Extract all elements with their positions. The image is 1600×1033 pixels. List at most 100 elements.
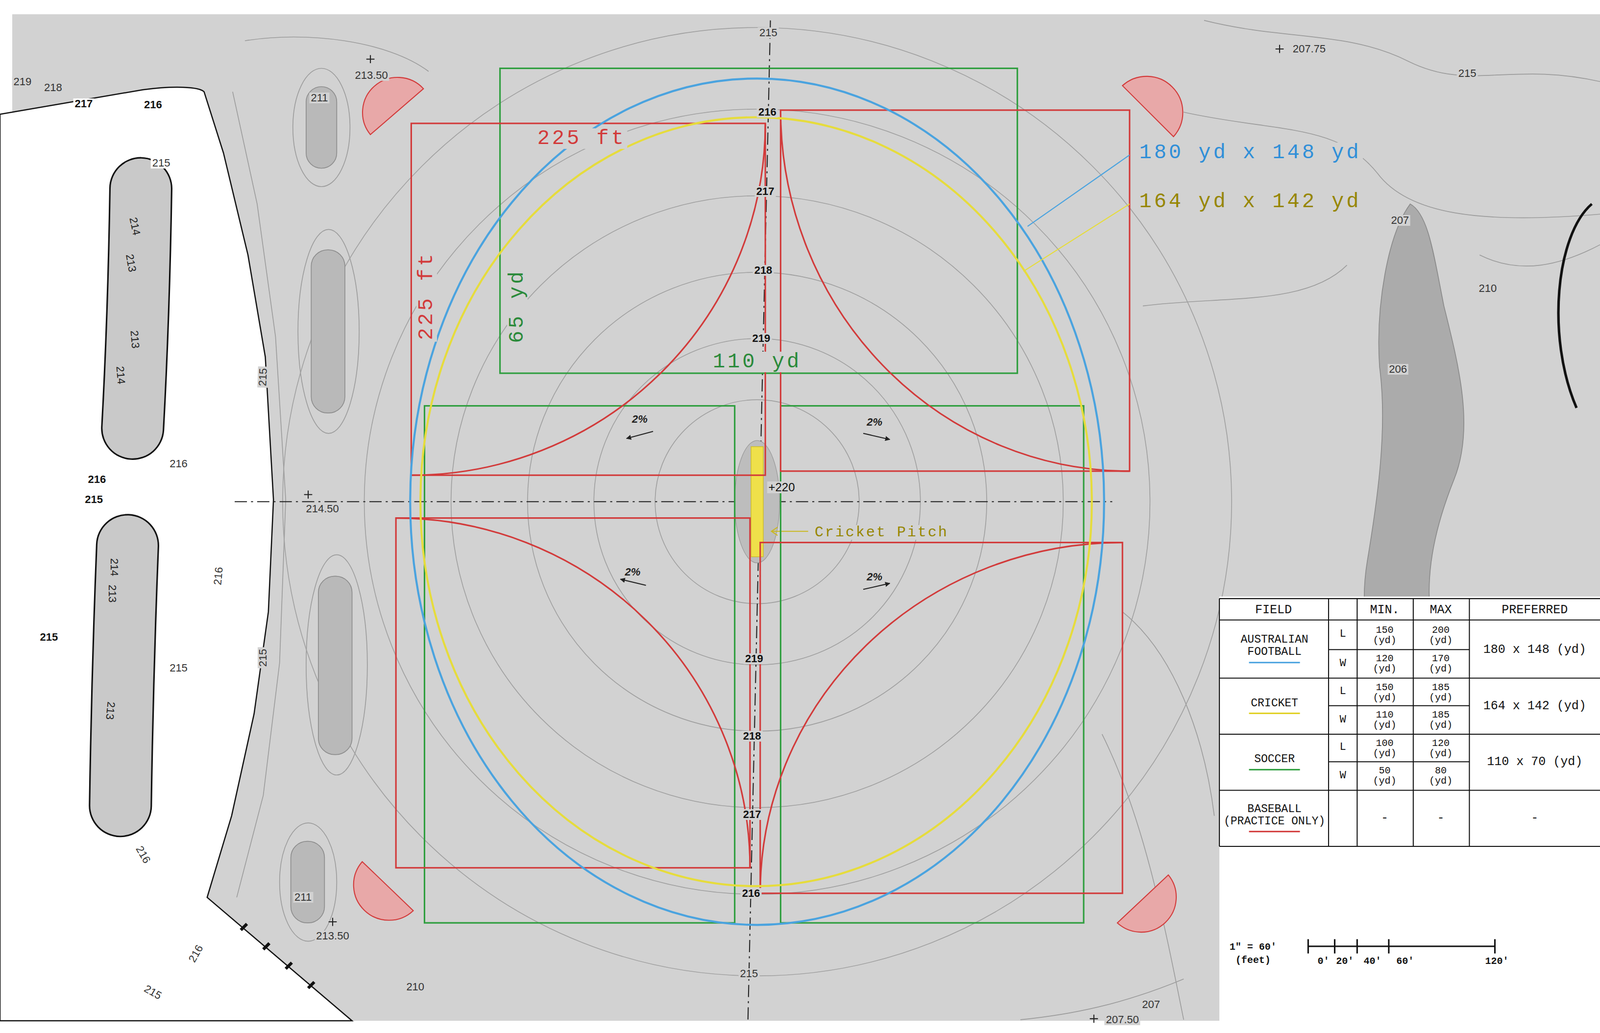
table-cell: 150 (yd) <box>1366 625 1404 646</box>
contour-label: 215 <box>141 982 165 1003</box>
scale-label: 20' <box>1334 956 1356 967</box>
table-rule <box>1219 619 1600 621</box>
planting-island <box>306 86 337 169</box>
dimension-label: 164 yd x 142 yd <box>1137 191 1363 213</box>
bollard <box>308 982 315 989</box>
scale-label: (feet) <box>1234 955 1273 966</box>
corner-half-disc <box>353 861 414 921</box>
table-cell: 120 (yd) <box>1422 738 1460 759</box>
table-rule <box>1219 677 1600 679</box>
scale-line <box>1308 945 1495 947</box>
table-cell: - <box>1435 811 1447 825</box>
outfield-arc <box>760 542 1123 894</box>
path-edge <box>1558 203 1592 408</box>
soccer-field <box>780 406 1084 924</box>
contour-line <box>1020 979 1184 1020</box>
contour-line <box>292 68 351 187</box>
slope-arrows <box>620 431 890 590</box>
grade-label: 217 <box>72 98 95 110</box>
slope-label: 2% <box>865 571 884 583</box>
contour-line <box>244 36 429 72</box>
table-cell: 185 (yd) <box>1422 709 1460 731</box>
legend-label: AUSTRALIAN FOOTBALL <box>1221 633 1328 659</box>
table-cell: 110 (yd) <box>1366 709 1404 731</box>
table-rule <box>1328 598 1330 847</box>
baseball-field <box>395 518 751 869</box>
contour-label: 213.50 <box>314 930 351 942</box>
contour-label: 215 <box>757 27 779 39</box>
legend-entry: CRICKET <box>1221 697 1328 715</box>
table-cell: 50 (yd) <box>1366 765 1404 787</box>
corner-half-disc <box>362 77 424 135</box>
contour-label: 213.50 <box>353 70 390 81</box>
spot-marker <box>304 490 313 499</box>
table-rule <box>1219 789 1600 791</box>
slope-arrow <box>863 433 890 440</box>
contour-label: 206 <box>1387 363 1409 375</box>
scale-tick <box>1356 939 1358 954</box>
slope-arrow <box>620 579 646 586</box>
table-cell: L <box>1337 629 1348 640</box>
grade-label: 217 <box>754 186 776 197</box>
grade-label: 216 <box>86 474 108 485</box>
table-rule <box>1219 598 1600 600</box>
dimension-label: 225 ft <box>416 249 437 342</box>
legend-entry: BASEBALL (PRACTICE ONLY) <box>1221 803 1328 833</box>
baseball-field <box>411 123 766 476</box>
spot-marker <box>328 918 338 927</box>
scale-label: 0' <box>1316 956 1332 967</box>
contour-label: 207 <box>1140 999 1162 1011</box>
contour-label: 216 <box>168 458 190 470</box>
legend-line-sample <box>1249 768 1301 771</box>
table-cell: 120 (yd) <box>1366 653 1404 675</box>
table-rule <box>1328 649 1470 651</box>
scale-label: 40' <box>1361 956 1383 967</box>
cricket-oval <box>420 117 1092 887</box>
grade-label: 216 <box>740 888 762 899</box>
bollard <box>285 962 292 969</box>
corner-half-disc <box>1122 76 1183 137</box>
slope-arrow <box>626 431 654 439</box>
table-rule <box>1219 733 1600 735</box>
contour-label: 214.50 <box>304 503 341 515</box>
bollard <box>263 943 269 950</box>
spot-marker <box>1275 45 1285 54</box>
table-cell: 180 x 148 (yd) <box>1481 643 1588 656</box>
legend-label: CRICKET <box>1250 697 1299 710</box>
road-island <box>120 545 128 806</box>
table-cell: 185 (yd) <box>1422 682 1460 704</box>
table-cell: 164 x 142 (yd) <box>1481 699 1588 712</box>
contour-line <box>306 555 368 776</box>
table-cell: 80 (yd) <box>1422 765 1460 787</box>
planting-islands <box>290 86 353 923</box>
scale-tick <box>1387 939 1390 954</box>
callout-label: Cricket Pitch <box>813 525 950 540</box>
australian-football-oval <box>410 78 1104 925</box>
bollard <box>241 923 247 930</box>
contour-label: 210 <box>404 981 426 993</box>
planting-island <box>290 841 325 924</box>
legend-label: SOCCER <box>1254 753 1295 766</box>
bollards <box>241 923 315 989</box>
corner-markers <box>353 76 1184 933</box>
spot-elevation: +220 <box>766 481 797 494</box>
slope-arrow <box>863 583 890 590</box>
slope-label: 2% <box>623 566 642 578</box>
scale-label: 60' <box>1394 956 1416 967</box>
baseball-field <box>760 542 1123 894</box>
contour-label: 216 <box>212 565 225 587</box>
contour-label: 216 <box>132 843 153 867</box>
contour-label: 213 <box>106 582 118 605</box>
table-cell: 150 (yd) <box>1366 682 1404 704</box>
baseball-field <box>780 110 1130 472</box>
leader-line <box>771 531 809 533</box>
legend-entry: SOCCER <box>1221 753 1328 771</box>
legend-line-sample <box>1249 661 1301 664</box>
contour-line <box>297 229 360 434</box>
contour-label: 213 <box>128 328 142 351</box>
leader-line <box>1023 203 1130 271</box>
contour-label: 215 <box>257 366 269 388</box>
contour-label: 207.50 <box>1104 1014 1141 1026</box>
